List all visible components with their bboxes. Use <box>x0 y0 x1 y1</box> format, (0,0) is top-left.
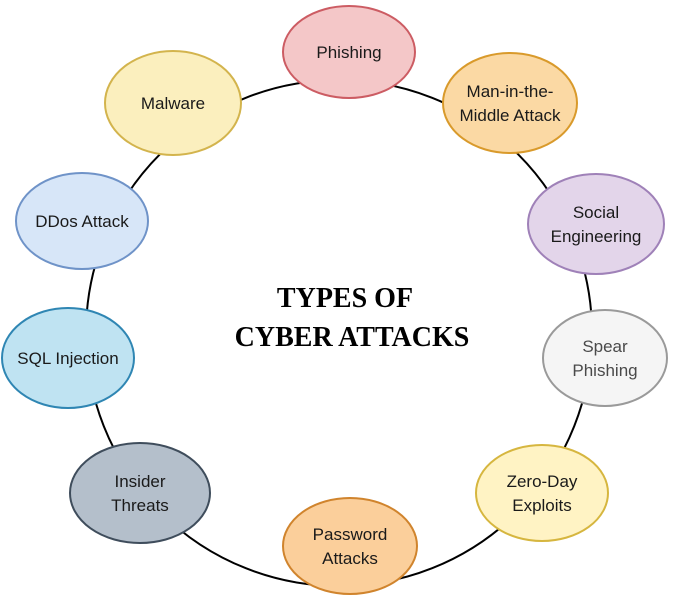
node-insider-threats-shape <box>69 442 211 544</box>
node-social-eng-shape <box>527 173 665 275</box>
node-mitm: Man-in-the- Middle Attack <box>442 52 578 154</box>
node-sql-injection-label-line-1: SQL Injection <box>17 349 118 368</box>
node-phishing-label-line-1: Phishing <box>316 43 381 62</box>
node-social-eng-label-line-1: Social <box>573 203 619 222</box>
node-mitm-label-line-1: Man-in-the- <box>467 82 554 101</box>
diagram-title-line-2: CYBER ATTACKS <box>235 322 470 353</box>
node-password-attacks-label-line-1: Password <box>313 525 388 544</box>
node-malware-label-line-1: Malware <box>141 94 205 113</box>
node-ddos-label-line-1: DDos Attack <box>35 212 129 231</box>
node-mitm-label-line-2: Middle Attack <box>459 106 561 125</box>
node-password-attacks-shape <box>282 497 418 595</box>
diagram-title-line-1: TYPES OF <box>277 283 413 314</box>
node-phishing: Phishing <box>282 5 416 99</box>
node-phishing-shape <box>282 5 416 99</box>
node-sql-injection-shape <box>1 307 135 409</box>
node-insider-threats-label-line-1: Insider <box>114 472 165 491</box>
node-zero-day-shape <box>475 444 609 542</box>
node-sql-injection: SQL Injection <box>1 307 135 409</box>
node-ddos-shape <box>15 172 149 270</box>
node-social-eng-label-line-2: Engineering <box>551 227 642 246</box>
node-ddos: DDos Attack <box>15 172 149 270</box>
node-spear-phishing-label-line-2: Phishing <box>572 361 637 380</box>
node-mitm-shape <box>442 52 578 154</box>
node-insider-threats-label-line-2: Threats <box>111 496 169 515</box>
node-malware-shape <box>104 50 242 156</box>
node-zero-day-label-line-1: Zero-Day <box>507 472 578 491</box>
node-password-attacks-label-line-2: Attacks <box>322 549 378 568</box>
node-spear-phishing-label-line-1: Spear <box>582 337 628 356</box>
node-zero-day-label-line-2: Exploits <box>512 496 572 515</box>
node-spear-phishing-shape <box>542 309 668 407</box>
node-malware: Malware <box>104 50 242 156</box>
